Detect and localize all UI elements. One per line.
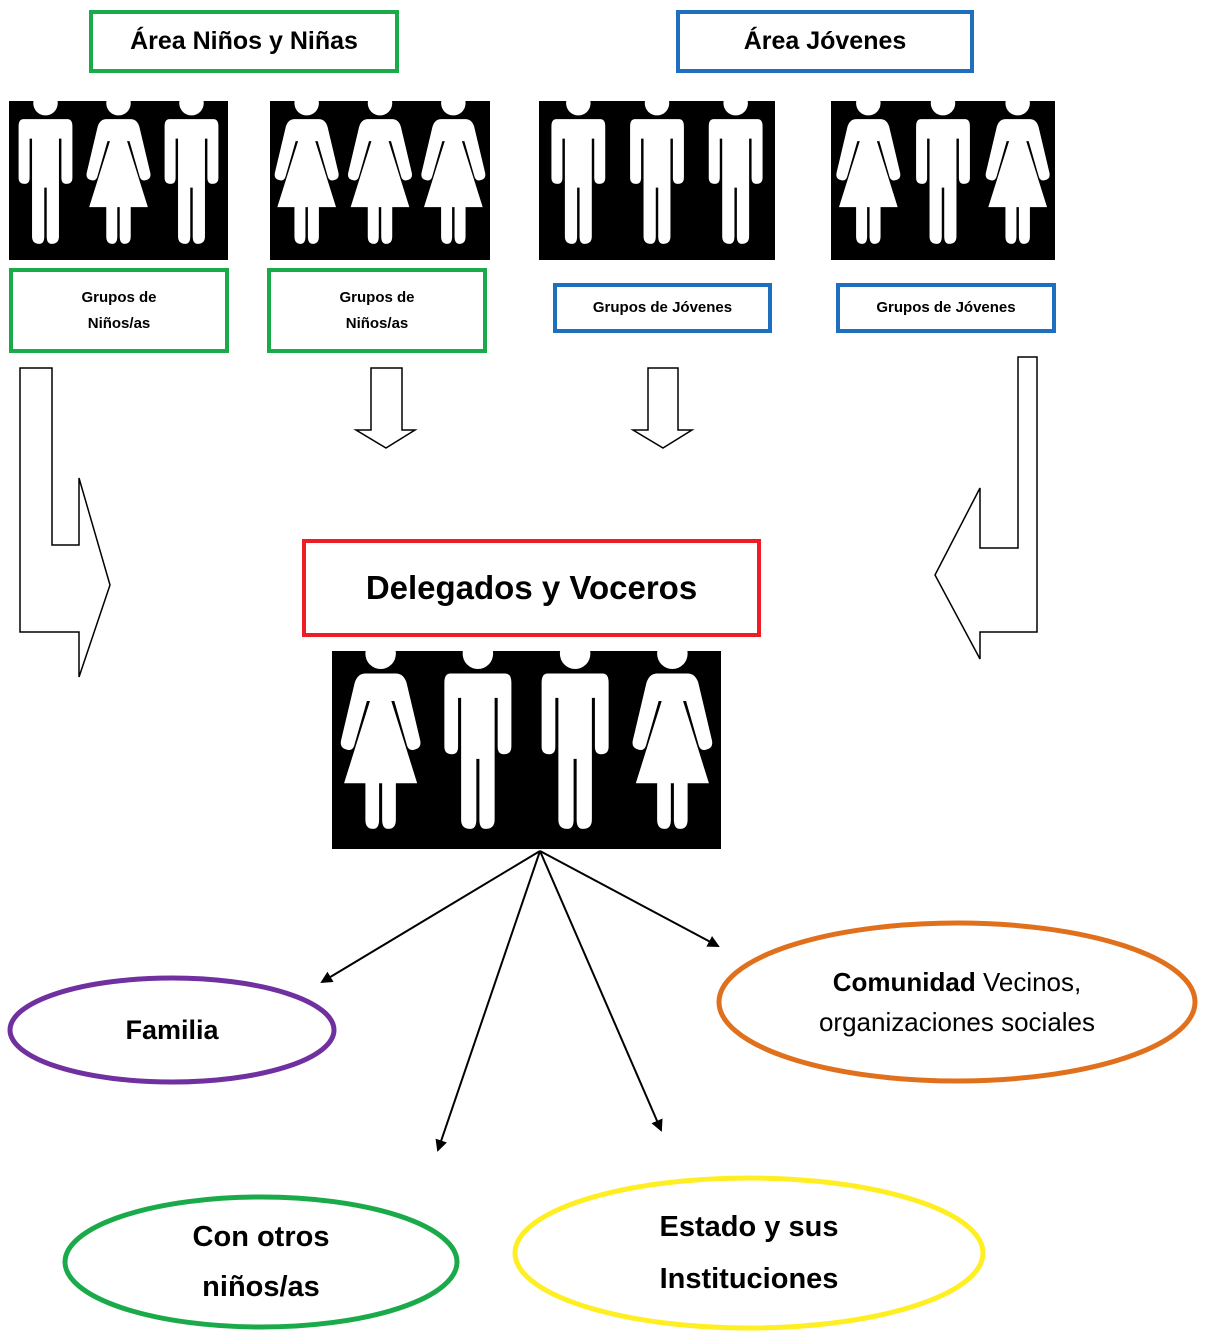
area-ninos-title: Área Niños y Niñas bbox=[89, 10, 399, 73]
otros-line2: niños/as bbox=[202, 1271, 320, 1303]
delegados-title: Delegados y Voceros bbox=[302, 539, 761, 637]
man-figure-icon bbox=[444, 651, 512, 829]
man-figure-icon bbox=[18, 101, 73, 244]
group-label-line1: Grupos de bbox=[81, 288, 157, 306]
man-figure-icon bbox=[541, 651, 609, 829]
group-label-line2: Niños/as bbox=[87, 314, 151, 332]
estado-ellipse bbox=[512, 1175, 986, 1331]
comunidad-label: Comunidad Vecinos, organizaciones social… bbox=[719, 923, 1195, 1081]
area-jovenes-title: Área Jóvenes bbox=[676, 10, 974, 73]
group-label-line1: Grupos de bbox=[339, 288, 415, 306]
otros-ellipse bbox=[62, 1194, 460, 1330]
arrow-to-comunidad bbox=[539, 850, 720, 947]
woman-figure-icon bbox=[86, 101, 151, 244]
comunidad-rest2: organizaciones sociales bbox=[818, 1007, 1096, 1037]
man-figure-icon bbox=[708, 101, 763, 244]
down-arrow-ninos bbox=[353, 367, 418, 449]
woman-figure-icon bbox=[274, 101, 339, 244]
woman-figure-icon bbox=[347, 101, 413, 244]
arrow-to-familia bbox=[320, 850, 541, 984]
group-label-line1: Grupos de Jóvenes bbox=[592, 299, 733, 316]
arrow-to-otros bbox=[435, 850, 541, 1152]
woman-figure-icon bbox=[836, 101, 901, 244]
group-label-line2: Niños/as bbox=[345, 314, 409, 332]
familia-ellipse bbox=[7, 975, 337, 1085]
otros-label: Con otros niños/as bbox=[65, 1197, 457, 1327]
man-figure-icon bbox=[916, 101, 970, 244]
otros-line1: Con otros bbox=[192, 1221, 330, 1253]
delegados-figures bbox=[332, 651, 721, 849]
estado-line1: Estado y sus bbox=[659, 1211, 839, 1243]
woman-figure-icon bbox=[985, 101, 1050, 244]
group-label-ninos-1: Grupos de Niños/as bbox=[9, 268, 229, 353]
comunidad-ellipse bbox=[716, 920, 1198, 1084]
group-label-jovenes-2: Grupos de Jóvenes bbox=[836, 283, 1056, 333]
group-4-figures bbox=[831, 101, 1055, 260]
down-arrow-jovenes bbox=[630, 367, 695, 449]
comunidad-bold: Comunidad bbox=[832, 967, 976, 997]
woman-figure-icon bbox=[421, 101, 486, 244]
group-label-line1: Grupos de Jóvenes bbox=[876, 299, 1016, 316]
right-bent-arrow bbox=[934, 356, 1038, 660]
group-2-figures bbox=[270, 101, 490, 260]
group-label-ninos-2: Grupos de Niños/as bbox=[267, 268, 487, 353]
arrow-to-estado bbox=[539, 850, 663, 1132]
group-3-figures bbox=[539, 101, 775, 260]
man-figure-icon bbox=[630, 101, 684, 244]
group-label-jovenes-1: Grupos de Jóvenes bbox=[553, 283, 772, 333]
estado-line2: Instituciones bbox=[659, 1263, 839, 1295]
group-1-figures bbox=[9, 101, 228, 260]
familia-label: Familia bbox=[125, 1015, 219, 1045]
man-figure-icon bbox=[164, 101, 219, 244]
estado-label: Estado y sus Instituciones bbox=[515, 1178, 983, 1328]
left-bent-arrow bbox=[19, 367, 111, 678]
woman-figure-icon bbox=[340, 651, 421, 829]
comunidad-rest1: Vecinos, bbox=[975, 967, 1082, 997]
man-figure-icon bbox=[551, 101, 606, 244]
woman-figure-icon bbox=[632, 651, 713, 829]
